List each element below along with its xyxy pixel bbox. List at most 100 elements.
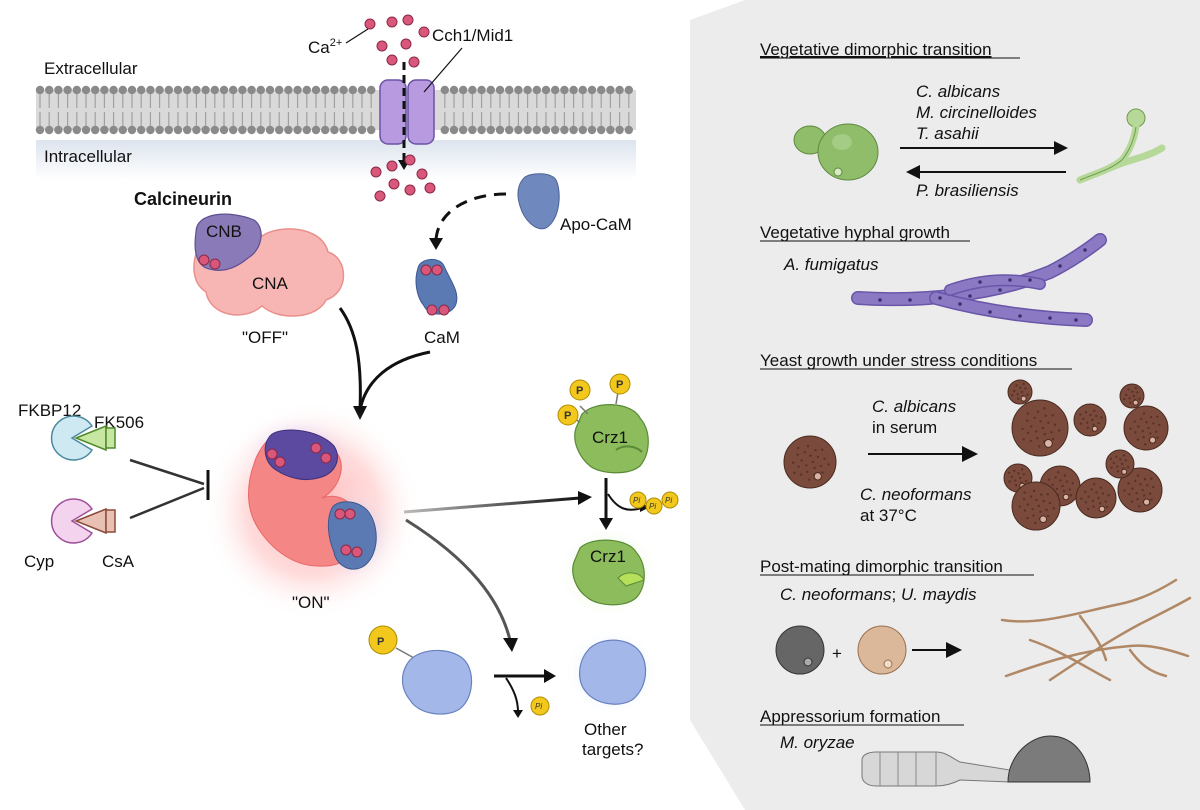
lipid-head xyxy=(367,125,376,135)
lipid-head xyxy=(201,125,210,135)
calcium-ion xyxy=(370,166,382,178)
lipid-head xyxy=(164,85,173,95)
species-c-albicans-2: C. albicans xyxy=(872,397,957,416)
yeast-cell xyxy=(1119,383,1145,409)
lipid-head xyxy=(293,125,302,135)
panel-vegetative-dimorphic-title: Vegetative dimorphic transition xyxy=(760,40,992,59)
svg-text:Pi: Pi xyxy=(665,496,672,505)
lipid-head xyxy=(229,125,238,135)
lipid-head xyxy=(597,125,606,135)
cam-to-on-arrow xyxy=(358,350,431,411)
lipid-head xyxy=(183,125,192,135)
apo-calmodulin xyxy=(517,173,560,230)
lipid-head xyxy=(201,85,210,95)
svg-text:Pi: Pi xyxy=(535,702,542,711)
lipid-head xyxy=(477,125,486,135)
lipid-head xyxy=(514,85,523,95)
lipid-head xyxy=(284,125,293,135)
lipid-head xyxy=(81,125,91,135)
cch1-mid1-channel xyxy=(379,62,435,170)
svg-text:P: P xyxy=(377,636,384,648)
species-p-brasiliensis: P. brasiliensis xyxy=(916,181,1019,200)
lipid-head xyxy=(330,125,339,135)
yeast-cells-brown xyxy=(783,379,1169,531)
lipid-head xyxy=(468,85,477,95)
species-m-circinelloides: M. circinelloides xyxy=(916,103,1037,122)
lipid-head xyxy=(256,85,265,95)
calcium-ion xyxy=(388,178,400,190)
lipid-head xyxy=(302,125,311,135)
lipid-head xyxy=(449,125,459,135)
cyp-csa-complex xyxy=(50,498,116,544)
panel-post-mating-title: Post-mating dimorphic transition xyxy=(760,557,1003,576)
crz1-active xyxy=(572,539,645,606)
lipid-head xyxy=(284,85,293,95)
lipid-head xyxy=(45,85,54,95)
other-targets-line1: Other xyxy=(584,720,627,739)
intracellular-label: Intracellular xyxy=(44,147,132,166)
yeast-cell xyxy=(1075,477,1117,519)
other-targets-line2: targets? xyxy=(582,740,643,759)
on-to-crz1-arrow xyxy=(403,496,581,514)
lipid-head xyxy=(615,85,624,95)
lipid-head xyxy=(275,125,284,135)
lipid-head xyxy=(247,85,256,95)
lipid-head xyxy=(560,125,569,135)
lipid-head xyxy=(532,125,541,135)
svg-text:P: P xyxy=(576,385,583,397)
lipid-head xyxy=(100,85,109,95)
lipid-head xyxy=(81,85,91,95)
lipid-head xyxy=(367,85,376,95)
condition-in-serum: in serum xyxy=(872,418,937,437)
lipid-head xyxy=(578,125,587,135)
svg-text:Pi: Pi xyxy=(649,502,656,511)
lipid-head xyxy=(146,85,155,95)
panel-yeast-stress-title: Yeast growth under stress conditions xyxy=(760,351,1037,370)
lipid-head xyxy=(321,85,330,95)
lipid-head xyxy=(541,125,551,135)
yeast-cell xyxy=(1011,481,1061,531)
lipid-head xyxy=(348,125,357,135)
lipid-head xyxy=(192,125,201,135)
calcium-ion xyxy=(386,16,398,28)
svg-text:P: P xyxy=(616,379,623,391)
calcium-ion xyxy=(374,190,386,202)
calcium-ion xyxy=(416,168,428,180)
calcium-ions-intracellular xyxy=(370,154,436,202)
calcium-ion xyxy=(402,14,414,26)
calcineurin-off-complex xyxy=(193,213,345,317)
crz1-phosphorylated: P P P xyxy=(557,373,649,474)
lipid-head xyxy=(321,125,330,135)
calcium-ion xyxy=(400,38,412,50)
species-m-oryzae: M. oryzae xyxy=(780,733,855,752)
released-phosphate-other xyxy=(530,696,550,716)
lipid-head xyxy=(238,85,247,95)
lipid-head xyxy=(339,85,348,95)
lipid-head xyxy=(118,125,128,135)
lipid-head xyxy=(541,85,551,95)
lipid-head xyxy=(495,125,505,135)
lipid-head xyxy=(238,125,247,135)
yeast-cell xyxy=(1105,449,1135,479)
on-state-label: "ON" xyxy=(292,593,330,612)
lipid-head xyxy=(523,125,532,135)
lipid-head xyxy=(311,85,321,95)
species-panel-background xyxy=(690,0,1200,810)
yeast-cell xyxy=(1073,403,1107,437)
lipid-head xyxy=(109,85,118,95)
lipid-head xyxy=(587,85,597,95)
lipid-head xyxy=(357,125,367,135)
lipid-head xyxy=(256,125,265,135)
lipid-head xyxy=(468,125,477,135)
lipid-head xyxy=(137,125,146,135)
apo-cam-arrowhead xyxy=(429,238,443,250)
lipid-head xyxy=(35,85,45,95)
post-mating-species: C. neoformans; U. maydis xyxy=(780,585,977,604)
cnb-label: CNB xyxy=(206,222,242,241)
cna-label: CNA xyxy=(252,274,289,293)
lipid-head xyxy=(229,85,238,95)
species-t-asahii: T. asahii xyxy=(916,124,980,143)
yeast-cell xyxy=(1011,399,1069,457)
apo-cam-binding-arrow xyxy=(434,192,507,241)
